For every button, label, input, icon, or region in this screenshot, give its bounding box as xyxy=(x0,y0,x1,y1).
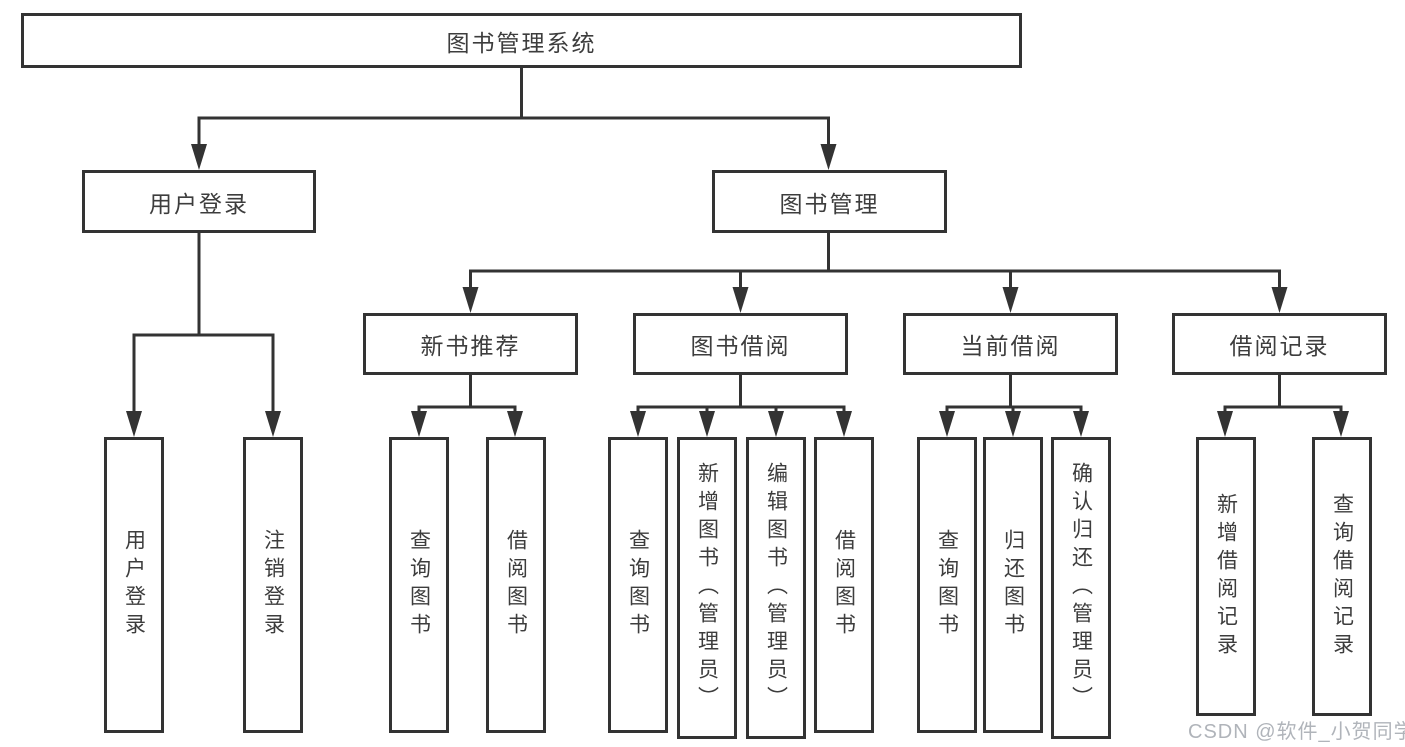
node-user-login: 用户登录 xyxy=(82,170,316,233)
connector-line xyxy=(469,231,1281,293)
node-current-borrowing: 当前借阅 xyxy=(903,313,1118,375)
node-root: 图书管理系统 xyxy=(21,13,1022,68)
watermark: CSDN @软件_小贺同学 xyxy=(1188,721,1405,743)
arrow-down-icon xyxy=(411,411,427,437)
leaf-recommend-query-books: 查询图书 xyxy=(389,437,449,733)
arrow-down-icon xyxy=(768,411,784,437)
arrow-down-icon xyxy=(126,411,142,437)
leaf-recommend-borrow-books: 借阅图书 xyxy=(486,437,546,733)
arrow-down-icon xyxy=(836,411,852,437)
leaf-logout: 注销登录 xyxy=(243,437,303,733)
leaf-records-query-record: 查询借阅记录 xyxy=(1312,437,1372,716)
arrow-down-icon xyxy=(507,411,523,437)
arrow-down-icon xyxy=(630,411,646,437)
arrow-down-icon xyxy=(732,287,749,313)
node-book-management: 图书管理 xyxy=(712,170,947,233)
leaf-borrowing-query-books: 查询图书 xyxy=(608,437,668,733)
leaf-borrowing-borrow-books: 借阅图书 xyxy=(814,437,874,733)
leaf-records-add-record: 新增借阅记录 xyxy=(1196,437,1256,716)
leaf-current-query-books: 查询图书 xyxy=(917,437,977,733)
connector-branch-1 xyxy=(191,66,837,170)
connector-line xyxy=(197,66,830,150)
connector-branch-5 xyxy=(630,373,852,437)
leaf-borrowing-edit-book-admin: 编辑图书（管理员） xyxy=(746,437,806,739)
arrow-down-icon xyxy=(1002,287,1019,313)
arrow-down-icon xyxy=(462,287,479,313)
connector-line xyxy=(417,373,517,417)
node-borrowing-records: 借阅记录 xyxy=(1172,313,1387,375)
connector-branch-7 xyxy=(1217,373,1349,437)
leaf-current-confirm-return-admin: 确认归还（管理员） xyxy=(1051,437,1111,739)
connector-branch-6 xyxy=(939,373,1089,437)
arrow-down-icon xyxy=(939,411,955,437)
arrow-down-icon xyxy=(820,144,837,170)
leaf-current-return-books: 归还图书 xyxy=(983,437,1043,733)
arrow-down-icon xyxy=(265,411,281,437)
arrow-down-icon xyxy=(1333,411,1349,437)
node-new-book-recommend: 新书推荐 xyxy=(363,313,578,375)
leaf-borrowing-add-book-admin: 新增图书（管理员） xyxy=(677,437,737,739)
connector-line xyxy=(945,373,1083,417)
leaf-user-login: 用户登录 xyxy=(104,437,164,733)
connector-line xyxy=(1223,373,1343,417)
arrow-down-icon xyxy=(1073,411,1089,437)
connector-line xyxy=(636,373,846,417)
arrow-down-icon xyxy=(191,144,207,170)
node-book-borrowing: 图书借阅 xyxy=(633,313,848,375)
arrow-down-icon xyxy=(1005,411,1021,437)
arrow-down-icon xyxy=(1217,411,1233,437)
arrow-down-icon xyxy=(699,411,715,437)
connector-branch-4 xyxy=(411,373,523,437)
connector-branch-2 xyxy=(126,231,281,437)
connector-line xyxy=(132,231,275,417)
connector-branch-3 xyxy=(462,231,1288,313)
arrow-down-icon xyxy=(1271,287,1288,313)
